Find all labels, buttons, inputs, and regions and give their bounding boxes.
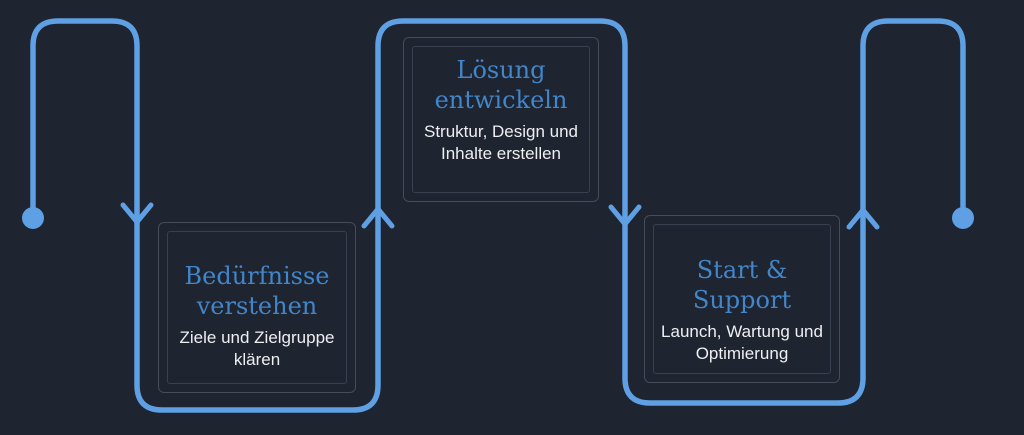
connector-path — [30, 18, 966, 413]
step-card-loesung-entwickeln: Lösung entwickeln Struktur, Design und I… — [403, 37, 599, 202]
step-2-title: Lösung entwickeln — [434, 56, 568, 114]
step-3-subtitle: Launch, Wartung und Optimierung — [661, 322, 823, 363]
end-dot — [952, 207, 974, 229]
step-3-title: Start & Support — [692, 256, 792, 314]
step-card-start-support: Start & Support Launch, Wartung und Opti… — [644, 215, 840, 383]
step-1-title: Bedürfnisse verstehen — [184, 262, 330, 320]
arrow-down-icon-1 — [120, 202, 154, 225]
arrow-up-icon-2 — [846, 207, 880, 230]
arrow-up-icon-1 — [361, 206, 395, 229]
step-2-subtitle: Struktur, Design und Inhalte erstellen — [423, 122, 579, 163]
step-card-1-inner-border: Bedürfnisse verstehen Ziele und Zielgrup… — [167, 231, 347, 384]
step-card-2-inner-border: Lösung entwickeln Struktur, Design und I… — [412, 46, 590, 193]
step-card-beduerfnisse-verstehen: Bedürfnisse verstehen Ziele und Zielgrup… — [158, 222, 356, 393]
arrow-down-icon-2 — [608, 204, 642, 227]
start-dot — [22, 207, 44, 229]
step-card-3-inner-border: Start & Support Launch, Wartung und Opti… — [653, 224, 831, 374]
step-1-subtitle: Ziele und Zielgruppe klären — [179, 328, 335, 369]
